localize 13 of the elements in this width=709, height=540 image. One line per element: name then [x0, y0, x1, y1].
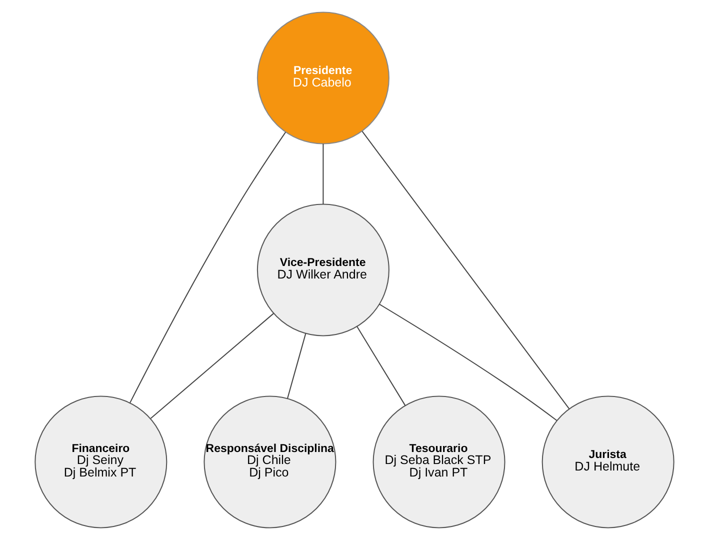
node-circle: Jurista DJ Helmute	[542, 396, 674, 528]
connector	[150, 313, 274, 419]
connector	[322, 144, 324, 204]
node-circle: Responsável Disciplina Dj Chile Dj Pico	[204, 396, 336, 528]
node-circle: Presidente DJ Cabelo	[256, 12, 390, 144]
connector	[362, 131, 570, 409]
node-circle: Financeiro Dj Seiny Dj Belmix PT	[34, 396, 168, 528]
connector	[356, 326, 406, 406]
connector	[129, 132, 286, 404]
node-circle: Tesourario Dj Seba Black STP Dj Ivan PT	[372, 396, 506, 528]
connector	[286, 333, 306, 399]
node-circle: Vice-Presidente DJ Wilker Andre	[256, 204, 390, 336]
connector	[379, 304, 558, 421]
